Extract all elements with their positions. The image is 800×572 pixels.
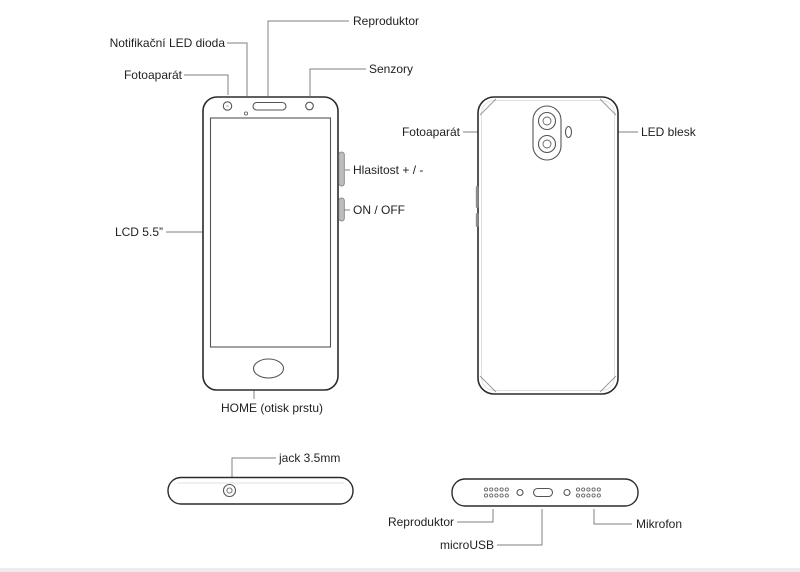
label-home: HOME (otisk prstu) — [221, 401, 324, 415]
label-on-off: ON / OFF — [353, 203, 405, 217]
antenna-line-bottom-right — [599, 375, 617, 393]
antenna-line-top-left — [479, 98, 497, 116]
headphone-jack-inner — [226, 487, 233, 494]
back-view — [475, 96, 619, 395]
leader-notifikacni-led — [227, 42, 248, 96]
front-view — [202, 96, 345, 391]
antenna-line-bottom-left — [479, 375, 497, 393]
label-mikrofon: Mikrofon — [636, 517, 683, 531]
back-body — [477, 96, 619, 395]
leader-reproduktor-bottom — [457, 509, 494, 523]
front-camera-lens — [226, 104, 229, 108]
label-jack: jack 3.5mm — [279, 451, 341, 465]
bottom-view — [451, 478, 639, 507]
label-fotoaparat-front: Fotoaparát — [123, 68, 182, 82]
notification-led-icon — [243, 111, 249, 116]
volume-button — [338, 151, 345, 187]
top-edge-body — [167, 476, 354, 505]
label-notifikacni-led: Notifikační LED dioda — [109, 36, 225, 50]
lcd-screen — [209, 117, 332, 348]
bottom-edge-shadow — [0, 568, 800, 572]
label-led-blesk: LED blesk — [641, 125, 696, 139]
home-button — [252, 358, 285, 379]
microphone-grille-right — [575, 487, 601, 498]
antenna-line-top-right — [599, 98, 617, 116]
top-view — [167, 476, 354, 505]
rear-camera-lens-1-inner — [542, 116, 552, 126]
label-senzory: Senzory — [369, 62, 414, 76]
back-volume-button — [475, 186, 479, 208]
led-flash-icon — [564, 125, 573, 139]
label-hlasitost: Hlasitost + / - — [353, 163, 424, 177]
label-reproduktor-bottom: Reproduktor — [387, 515, 454, 529]
label-fotoaparat-back: Fotoaparát — [401, 125, 460, 139]
leader-jack — [231, 457, 276, 484]
leader-microusb — [497, 509, 543, 546]
rear-camera-lens-2-inner — [542, 139, 552, 149]
leader-mikrofon — [593, 509, 632, 525]
back-inner-outline — [481, 100, 615, 391]
proximity-sensor-icon — [305, 101, 314, 111]
label-lcd: LCD 5.5” — [114, 225, 163, 239]
leader-reproduktor-top — [267, 20, 349, 96]
microusb-port — [532, 487, 554, 498]
earpiece-speaker-grille — [252, 101, 287, 111]
label-reproduktor-top: Reproduktor — [353, 14, 420, 28]
label-microusb: microUSB — [439, 538, 494, 552]
power-button — [338, 197, 345, 222]
speaker-grille-left — [483, 487, 509, 498]
leader-senzory — [309, 68, 366, 96]
back-power-button — [475, 213, 479, 227]
leader-fotoaparat-front — [184, 74, 229, 95]
screw-right — [563, 488, 571, 497]
screw-left — [516, 488, 524, 497]
